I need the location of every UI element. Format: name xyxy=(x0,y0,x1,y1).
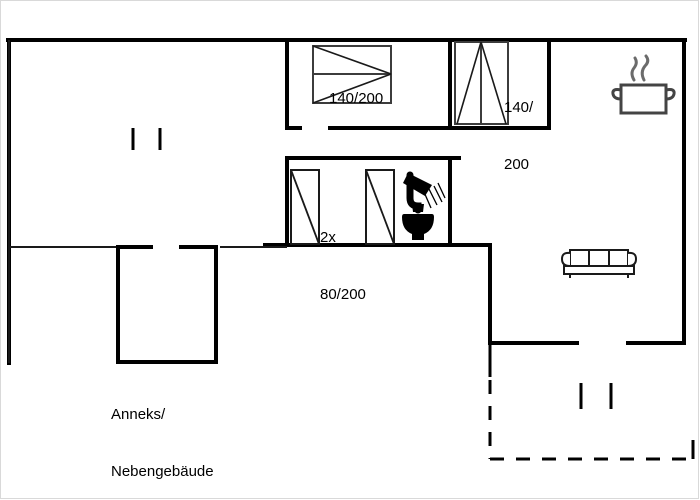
sofa-arm-left xyxy=(560,251,571,267)
bed-bunk-a xyxy=(290,169,320,245)
terrace-boundary xyxy=(488,380,693,461)
bed-diagonal-upper xyxy=(312,45,392,75)
shower-icon xyxy=(403,171,446,214)
bed-label-bedroom-right-line2: 200 xyxy=(504,156,530,173)
pot-steam-left xyxy=(630,56,638,82)
house-thin-contours xyxy=(8,40,148,363)
bunk-a-diagonal xyxy=(290,169,320,245)
pot-body xyxy=(619,83,668,115)
sofa-base xyxy=(563,265,635,275)
annex-label: Anneks/ Nebengebäude xyxy=(111,367,214,500)
shower-head xyxy=(403,173,432,196)
bed-label-bedroom-left: 140/200 xyxy=(329,90,384,107)
toilet-bowl xyxy=(402,214,434,240)
bed-label-bunk-line2: 80/200 xyxy=(320,286,366,303)
sofa-icon xyxy=(560,249,638,278)
bed-label-bunk-line1: 2x xyxy=(320,229,336,246)
pot-handle-left xyxy=(611,88,622,101)
bed-label-bunk: 2x 80/200 xyxy=(320,190,366,342)
cooking-pot-icon xyxy=(611,54,676,115)
shower-spray xyxy=(423,182,446,209)
toilet-cistern xyxy=(412,204,424,212)
bunk-b-diagonal xyxy=(365,169,395,245)
bed-double-right xyxy=(454,41,509,125)
pot-steam-right xyxy=(640,54,650,82)
pot-handle-right xyxy=(665,88,676,101)
window-marks-left-room xyxy=(131,128,162,150)
window-marks-terrace xyxy=(579,383,613,409)
annex-label-line2: Nebengebäude xyxy=(111,463,214,480)
terrace-boundary-solid xyxy=(488,343,695,459)
bed-double-left xyxy=(312,45,392,104)
bed-bunk-b xyxy=(365,169,395,245)
bed-diagonal-right xyxy=(480,41,507,125)
annex-structure xyxy=(116,245,218,364)
bed-label-bedroom-right: 140/ 200 xyxy=(504,60,533,212)
annex-label-line1: Anneks/ xyxy=(111,406,166,423)
bed-label-bedroom-right-line1: 140/ xyxy=(504,99,534,116)
bed-diagonal-lower xyxy=(312,73,392,104)
sofa-arm-right xyxy=(627,251,638,267)
toilet-icon xyxy=(402,204,434,240)
bed-diagonal-left xyxy=(456,41,482,125)
